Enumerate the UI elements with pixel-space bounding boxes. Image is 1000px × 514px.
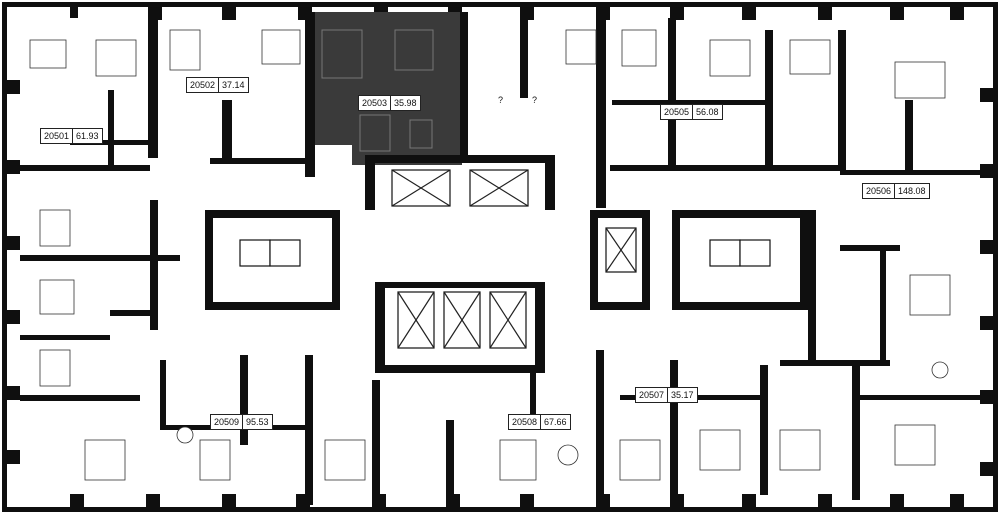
- apartment-number: 20509: [211, 415, 244, 429]
- apartment-label-20501[interactable]: 20501 61.93: [40, 128, 103, 144]
- apartment-area: 56.08: [696, 107, 719, 117]
- apartment-label-20509[interactable]: 20509 95.53: [210, 414, 273, 430]
- apartment-number: 20506: [863, 184, 896, 198]
- apartment-area: 37.14: [222, 80, 245, 90]
- apartment-number: 20501: [41, 129, 74, 143]
- apartment-label-20508[interactable]: 20508 67.66: [508, 414, 571, 430]
- apartment-number: 20505: [661, 105, 694, 119]
- apartment-number: 20508: [509, 415, 542, 429]
- apartment-label-20507[interactable]: 20507 35.17: [635, 387, 698, 403]
- apartment-label-20502[interactable]: 20502 37.14: [186, 77, 249, 93]
- apartment-area: 148.08: [898, 186, 926, 196]
- apartment-label-20505[interactable]: 20505 56.08: [660, 104, 723, 120]
- apartment-number: 20507: [636, 388, 669, 402]
- apartment-label-20503[interactable]: 20503 35.98: [358, 95, 421, 111]
- unknown-mark: ?: [532, 95, 538, 105]
- apartment-number: 20503: [359, 96, 392, 110]
- apartment-area: 61.93: [76, 131, 99, 141]
- furniture: [29, 29, 951, 481]
- unknown-mark: ?: [498, 95, 504, 105]
- apartment-20503-highlight[interactable]: [313, 12, 462, 165]
- apartment-number: 20502: [187, 78, 220, 92]
- apartment-area: 95.53: [246, 417, 269, 427]
- apartment-area: 67.66: [544, 417, 567, 427]
- apartment-label-20506[interactable]: 20506 148.08: [862, 183, 930, 199]
- building-core: [205, 155, 808, 373]
- apartment-area: 35.17: [671, 390, 694, 400]
- interior-walls: [20, 12, 980, 505]
- apartment-area: 35.98: [394, 98, 417, 108]
